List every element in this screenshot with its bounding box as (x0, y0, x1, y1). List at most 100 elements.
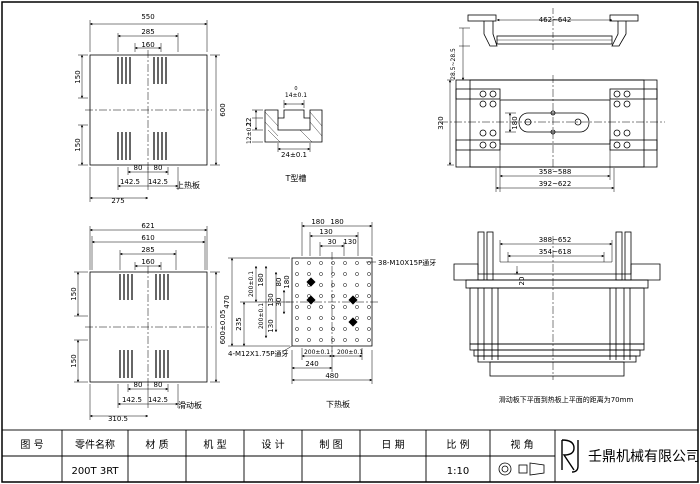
slide-dim-150a: 150 (70, 287, 78, 300)
bolt-hole (343, 294, 347, 298)
bolt-hole (319, 316, 323, 320)
bolt-hole (319, 283, 323, 287)
slide-dim-80b: 80 (154, 381, 163, 389)
bolt-hole (331, 294, 335, 298)
bolt-hole (331, 327, 335, 331)
bolt-hole (295, 316, 299, 320)
bolt-hole (367, 338, 371, 342)
bolt-hole (355, 294, 359, 298)
lower-dim-t130: 130 (319, 228, 332, 236)
company-name: 壬鼎机械有限公司 (588, 449, 700, 465)
lower-dim-t180b: 180 (311, 218, 324, 226)
title-block-header-7: 比 例 (446, 438, 469, 451)
t-slot-caption: T型槽 (285, 173, 307, 183)
lower-dim-b240: 240 (305, 360, 318, 368)
part-name-value: 200T 3RT (71, 466, 119, 477)
bolt-hole (367, 305, 371, 309)
upper-dim-160: 160 (141, 41, 154, 49)
lower-platen-view (228, 222, 378, 384)
slide-dim-621: 621 (141, 222, 154, 230)
front-dim-388: 388~652 (539, 236, 572, 244)
bolt-hole (307, 338, 311, 342)
bolt-hole (331, 261, 335, 265)
upper-dim-80b: 80 (154, 164, 163, 172)
company-logo (561, 439, 579, 473)
bolt-hole (307, 327, 311, 331)
bolt-hole (355, 283, 359, 287)
bolt-hole (331, 338, 335, 342)
lower-dim-v180: 180 (257, 273, 265, 286)
lower-dim-b200b: 200±0.1 (337, 349, 363, 356)
upper-dim-600: 600 (219, 103, 227, 116)
sliding-plate-caption: 滑动板 (178, 400, 202, 410)
bolt-hole (367, 272, 371, 276)
bolt-hole (319, 294, 323, 298)
bolt-hole (367, 294, 371, 298)
t-slot-section (252, 100, 323, 152)
slide-dim-610: 610 (141, 234, 154, 242)
lower-dim-v30: 30 (275, 298, 283, 307)
bolt-hole (343, 272, 347, 276)
bolt-hole (355, 316, 359, 320)
bolt-hole (355, 327, 359, 331)
bolt-hole (307, 305, 311, 309)
bolt-hole (295, 261, 299, 265)
lower-note-left: 4-M12X1.75P通牙 (228, 349, 289, 358)
lower-dim-t30: 30 (328, 238, 337, 246)
lower-dim-b200a: 200±0.1 (304, 349, 330, 356)
bolt-hole (367, 283, 371, 287)
slide-dim-142b: 142.5 (148, 396, 168, 404)
bolt-hole (307, 316, 311, 320)
slide-dim-600: 600±0.05 (219, 310, 227, 345)
projection-symbol-icon (498, 462, 545, 476)
bolt-hole (343, 316, 347, 320)
slide-dim-3105: 310.5 (108, 415, 128, 423)
tslot-dim-22: 22 (245, 118, 253, 127)
bolt-hole (367, 261, 371, 265)
upper-dim-275: 275 (111, 197, 124, 205)
front-dim-20: 20 (518, 277, 526, 286)
lower-platen-caption: 下热板 (326, 399, 350, 409)
title-block-header-6: 日 期 (381, 439, 404, 451)
bolt-hole (295, 305, 299, 309)
bolt-hole (331, 283, 335, 287)
bolt-hole (295, 294, 299, 298)
bolt-hole (343, 283, 347, 287)
lower-dim-v130: 130 (267, 293, 275, 306)
slide-dim-160: 160 (141, 258, 154, 266)
slide-dim-80a: 80 (134, 381, 143, 389)
slide-dim-150b: 150 (70, 354, 78, 367)
title-block-header-4: 设 计 (261, 438, 284, 451)
slide-dim-285: 285 (141, 246, 154, 254)
bolt-hole (307, 272, 311, 276)
bolt-hole (367, 327, 371, 331)
title-block-header-1: 零件名称 (75, 438, 115, 451)
front-view-note: 滑动板下平面到热板上平面的距离为70mm (499, 395, 634, 404)
title-block-header-3: 机 型 (203, 438, 226, 451)
upper-dim-150a: 150 (74, 70, 82, 83)
side-dim-320: 320 (437, 116, 445, 129)
lower-dim-b480: 480 (325, 372, 338, 380)
bolt-hole (331, 316, 335, 320)
bolt-hole (343, 338, 347, 342)
bolt-hole (295, 327, 299, 331)
lower-dim-t130b: 130 (343, 238, 356, 246)
bolt-hole (355, 272, 359, 276)
title-block-header-8: 视 角 (510, 438, 533, 451)
upper-dim-150b: 150 (74, 138, 82, 151)
bolt-hole (319, 305, 323, 309)
tslot-dim-24: 24±0.1 (281, 151, 307, 159)
title-block-header-5: 制 图 (319, 438, 342, 451)
side-view (440, 8, 665, 192)
lower-note-top: 38-M10X15P通牙 (378, 258, 436, 267)
upper-dim-142b: 142.5 (148, 178, 168, 186)
tslot-dim-12: 12±0.1 (246, 122, 253, 144)
upper-dim-285: 285 (141, 28, 154, 36)
lower-dim-200b: 200±0.1 (258, 303, 265, 329)
lower-dim-v180b: 180 (283, 275, 291, 288)
bolt-hole (343, 305, 347, 309)
tslot-dim-top: 14±0.1 (285, 92, 307, 99)
upper-platen-caption: 上热板 (176, 180, 200, 190)
bolt-hole (367, 316, 371, 320)
upper-dim-142a: 142.5 (120, 178, 140, 186)
